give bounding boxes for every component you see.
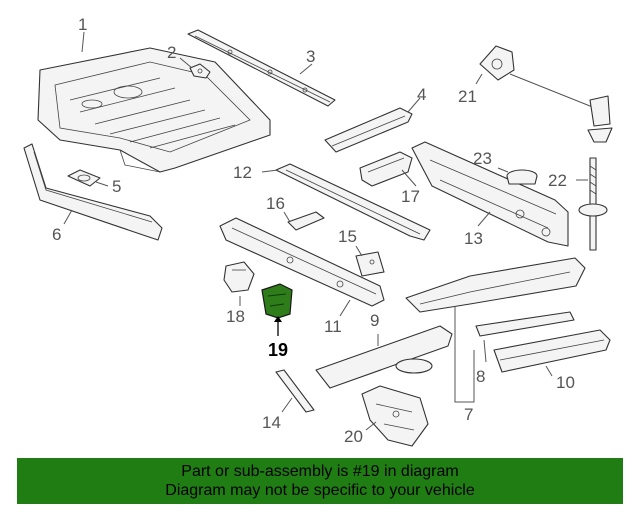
callout-1: 1	[78, 15, 87, 34]
drain-plug-part	[506, 169, 538, 185]
spacer-block-part	[287, 211, 325, 231]
callout-16: 16	[266, 194, 285, 213]
small-plate-part	[67, 169, 101, 187]
callout-4: 4	[417, 85, 426, 104]
callout-22: 22	[548, 171, 567, 190]
side-member-part	[275, 163, 431, 241]
bracket-assembly-part	[361, 385, 429, 447]
callout-15: 15	[338, 227, 357, 246]
callout-5: 5	[112, 177, 121, 196]
callout-2: 2	[167, 43, 176, 62]
rocker-panel-part	[23, 143, 163, 241]
spare-tire-carrier-part	[479, 45, 613, 143]
info-banner: Part or sub-assembly is #19 in diagram D…	[17, 458, 623, 504]
banner-line-1: Part or sub-assembly is #19 in diagram	[181, 463, 459, 480]
callout-11: 11	[324, 317, 342, 336]
callout-23: 23	[473, 149, 492, 168]
exploded-parts-diagram: 1 2 3 4 5 6 12 17	[23, 15, 613, 447]
support-bracket-part	[223, 261, 255, 293]
callout-10: 10	[556, 373, 575, 392]
callout-13: 13	[464, 229, 483, 248]
mount-bracket-part	[359, 151, 413, 187]
floor-bracket-part	[189, 63, 211, 79]
callout-18: 18	[226, 307, 245, 326]
callout-3: 3	[306, 47, 315, 66]
rear-cross-member-part	[315, 325, 453, 389]
callout-17: 17	[401, 187, 420, 206]
frame-rail-part	[219, 217, 385, 307]
tie-down-bracket-part	[355, 251, 385, 277]
callout-6: 6	[52, 225, 61, 244]
cross-member-part	[187, 29, 336, 107]
callout-20: 20	[344, 427, 363, 446]
outer-rail-part	[493, 329, 611, 373]
callout-7: 7	[464, 405, 473, 424]
highlighted-part-19	[261, 283, 293, 319]
gusset-part	[275, 369, 315, 413]
callout-21: 21	[458, 87, 477, 106]
rear-frame-part	[411, 141, 569, 247]
floor-pan-part	[37, 47, 271, 173]
callout-14: 14	[262, 413, 281, 432]
callout-8: 8	[476, 367, 485, 386]
rail-extension-part	[475, 311, 575, 337]
callout-12: 12	[233, 163, 252, 182]
hanger-bolt-part	[578, 157, 608, 251]
rail-reinforcement-part	[324, 107, 413, 153]
rear-side-frame-part	[405, 257, 586, 313]
callout-19: 19	[268, 340, 288, 360]
callout-9: 9	[370, 311, 379, 330]
banner-line-2: Diagram may not be specific to your vehi…	[165, 482, 475, 499]
